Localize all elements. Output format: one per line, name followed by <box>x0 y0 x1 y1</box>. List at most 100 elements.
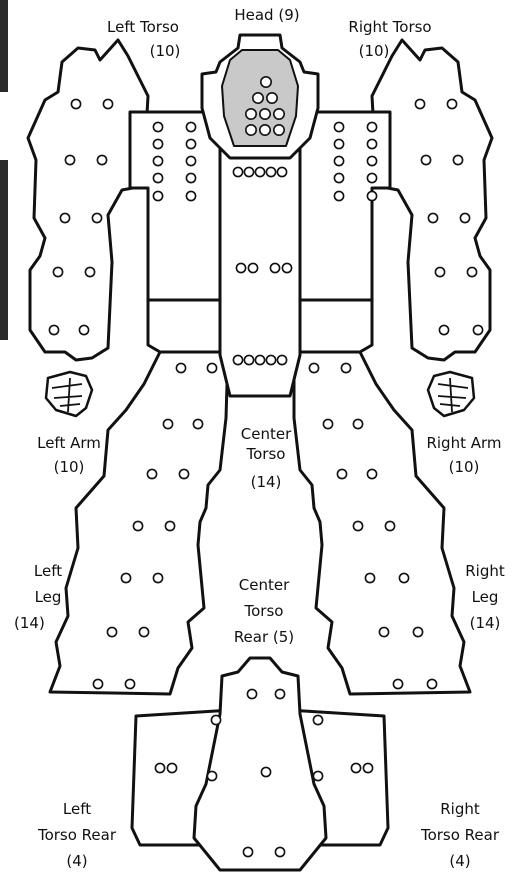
center-torso-armor-pip[interactable] <box>236 263 245 272</box>
left-leg-armor-pip[interactable] <box>163 419 172 428</box>
head-armor-pip[interactable] <box>267 93 277 103</box>
center-torso-rear-armor-pip[interactable] <box>275 689 284 698</box>
right-arm-armor-pip[interactable] <box>467 267 476 276</box>
left-arm-armor-pip[interactable] <box>79 325 88 334</box>
left-arm-armor-pip[interactable] <box>53 267 62 276</box>
right-torso-armor-pip[interactable] <box>367 156 376 165</box>
right-torso-rear-armor-pip[interactable] <box>313 771 322 780</box>
left-torso-armor-pip[interactable] <box>153 122 162 131</box>
right-torso-rear-armor-pip[interactable] <box>363 763 372 772</box>
head-armor-pip[interactable] <box>260 125 270 135</box>
left-arm-armor-pip[interactable] <box>65 155 74 164</box>
left-torso-armor-pip[interactable] <box>186 139 195 148</box>
center-torso-armor-pip[interactable] <box>233 355 242 364</box>
head-armor-pip[interactable] <box>253 93 263 103</box>
right-torso-armor-pip[interactable] <box>367 191 376 200</box>
left-torso-armor-pip[interactable] <box>186 173 195 182</box>
right-torso-rear-armor-pip[interactable] <box>313 715 322 724</box>
right-torso-armor-pip[interactable] <box>334 173 343 182</box>
head-armor-pip[interactable] <box>246 109 256 119</box>
left-leg-armor-pip[interactable] <box>133 521 142 530</box>
left-torso-armor-pip[interactable] <box>186 156 195 165</box>
head-armor-pip[interactable] <box>246 125 256 135</box>
head-armor-pip[interactable] <box>274 109 284 119</box>
right-leg-armor-pip[interactable] <box>379 627 388 636</box>
right-torso-armor-pip[interactable] <box>334 139 343 148</box>
left-leg-armor-pip[interactable] <box>93 679 102 688</box>
left-arm-armor-pip[interactable] <box>85 267 94 276</box>
center-torso-rear-armor-pip[interactable] <box>243 847 252 856</box>
right-leg-armor-pip[interactable] <box>367 469 376 478</box>
center-torso-armor-pip[interactable] <box>277 355 286 364</box>
right-torso-armor-pip[interactable] <box>367 173 376 182</box>
center-torso-armor-pip[interactable] <box>266 167 275 176</box>
left-arm-armor-pip[interactable] <box>49 325 58 334</box>
right-leg-armor-pip[interactable] <box>393 679 402 688</box>
left-leg-armor-pip[interactable] <box>176 363 185 372</box>
head-armor-pip[interactable] <box>261 77 271 87</box>
right-leg-armor-pip[interactable] <box>413 627 422 636</box>
left-leg-armor-pip[interactable] <box>121 573 130 582</box>
center-torso-armor-pip[interactable] <box>255 167 264 176</box>
left-arm-armor-pip[interactable] <box>92 213 101 222</box>
right-leg-armor-pip[interactable] <box>399 573 408 582</box>
left-leg-armor-pip[interactable] <box>179 469 188 478</box>
right-torso-armor-pip[interactable] <box>334 191 343 200</box>
right-leg-armor-pip[interactable] <box>337 469 346 478</box>
right-leg-armor-pip[interactable] <box>309 363 318 372</box>
center-torso-armor-pip[interactable] <box>255 355 264 364</box>
right-torso-armor-pip[interactable] <box>367 139 376 148</box>
right-arm-armor-pip[interactable] <box>421 155 430 164</box>
left-leg-armor-pip[interactable] <box>153 573 162 582</box>
left-leg-armor-pip[interactable] <box>107 627 116 636</box>
right-torso-armor-pip[interactable] <box>334 122 343 131</box>
center-torso-armor-pip[interactable] <box>244 355 253 364</box>
center-torso-armor-pip[interactable] <box>270 263 279 272</box>
left-leg-armor-pip[interactable] <box>139 627 148 636</box>
center-torso-rear-armor-pip[interactable] <box>275 847 284 856</box>
left-leg-armor-pip[interactable] <box>165 521 174 530</box>
right-arm-armor-pip[interactable] <box>428 213 437 222</box>
center-torso-armor-pip[interactable] <box>233 167 242 176</box>
left-torso-armor-pip[interactable] <box>153 191 162 200</box>
left-arm-armor-pip[interactable] <box>71 99 80 108</box>
center-torso-rear-armor-pip[interactable] <box>261 767 270 776</box>
head-armor-pip[interactable] <box>274 125 284 135</box>
left-leg-armor-pip[interactable] <box>193 419 202 428</box>
left-leg-armor-pip[interactable] <box>125 679 134 688</box>
right-leg-armor-pip[interactable] <box>365 573 374 582</box>
center-torso-armor-pip[interactable] <box>282 263 291 272</box>
right-leg-armor-pip[interactable] <box>353 419 362 428</box>
left-arm-armor-pip[interactable] <box>103 99 112 108</box>
center-torso-armor-pip[interactable] <box>248 263 257 272</box>
right-leg-armor-pip[interactable] <box>385 521 394 530</box>
left-leg-armor-pip[interactable] <box>207 363 216 372</box>
left-torso-armor-pip[interactable] <box>153 156 162 165</box>
right-leg-armor-pip[interactable] <box>427 679 436 688</box>
left-torso-armor-pip[interactable] <box>186 122 195 131</box>
right-arm-armor-pip[interactable] <box>473 325 482 334</box>
left-arm-armor-pip[interactable] <box>97 155 106 164</box>
center-torso-rear-armor-pip[interactable] <box>247 689 256 698</box>
left-torso-armor-pip[interactable] <box>186 191 195 200</box>
left-torso-rear-armor-pip[interactable] <box>155 763 164 772</box>
right-torso-armor-pip[interactable] <box>367 122 376 131</box>
right-leg-armor-pip[interactable] <box>353 521 362 530</box>
left-torso-armor-pip[interactable] <box>153 173 162 182</box>
right-arm-armor-pip[interactable] <box>460 213 469 222</box>
left-torso-rear-armor-pip[interactable] <box>167 763 176 772</box>
center-torso-armor-pip[interactable] <box>244 167 253 176</box>
right-arm-armor-pip[interactable] <box>439 325 448 334</box>
center-torso-armor-pip[interactable] <box>266 355 275 364</box>
right-arm-armor-pip[interactable] <box>415 99 424 108</box>
right-torso-rear-armor-pip[interactable] <box>351 763 360 772</box>
right-leg-armor-pip[interactable] <box>341 363 350 372</box>
left-torso-armor-pip[interactable] <box>153 139 162 148</box>
left-torso-rear-armor-pip[interactable] <box>207 771 216 780</box>
right-leg-armor-pip[interactable] <box>323 419 332 428</box>
right-arm-armor-pip[interactable] <box>447 99 456 108</box>
center-torso-armor-pip[interactable] <box>277 167 286 176</box>
left-leg-armor-pip[interactable] <box>147 469 156 478</box>
right-arm-armor-pip[interactable] <box>435 267 444 276</box>
right-torso-armor-pip[interactable] <box>334 156 343 165</box>
